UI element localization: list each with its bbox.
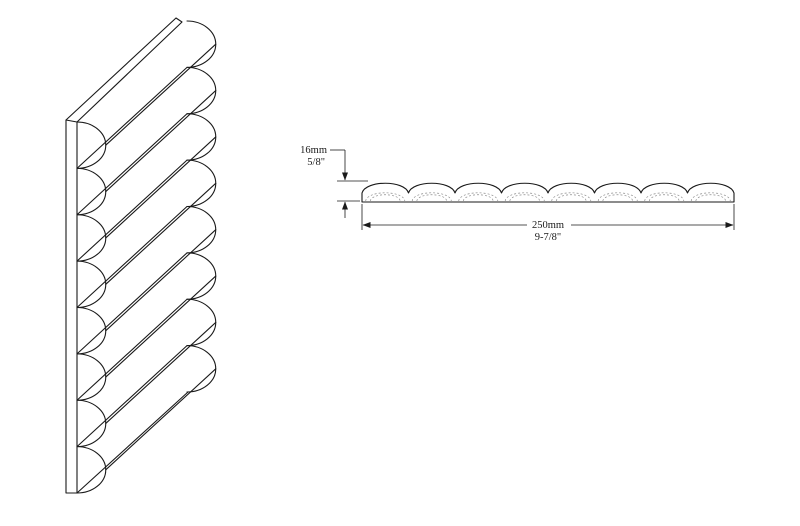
flute-back-arc (186, 113, 217, 161)
isometric-panel-view (65, 17, 217, 494)
hidden-groove-line (556, 194, 587, 202)
profile-hidden-lines (365, 192, 731, 202)
hidden-groove-line (649, 194, 680, 202)
flute-valley-line (76, 159, 188, 262)
profile-section-view: 16mm 5/8" 250mm 9-7/8" (300, 145, 735, 243)
flute-front-arc (76, 399, 107, 448)
flute-front-arc (76, 446, 107, 494)
flute-front-arc (76, 121, 107, 169)
panel-front-face (65, 119, 78, 494)
flute-crest-line (105, 136, 217, 239)
flute-valley-line (76, 66, 188, 169)
width-dimension: 250mm 9-7/8" (361, 204, 735, 243)
flute-valley-line (76, 113, 188, 216)
hidden-groove-line (416, 194, 447, 202)
hidden-groove-line (509, 194, 540, 202)
hidden-groove-line (370, 194, 401, 202)
flute-crest-line (105, 229, 217, 332)
flute-crest-line (105, 368, 217, 471)
flute-back-arc (186, 205, 217, 254)
flute-crest-line (105, 182, 217, 285)
flute-crest-line (105, 275, 217, 378)
hidden-groove-line (504, 192, 545, 202)
flute-back-arc (186, 159, 217, 208)
hidden-groove-line (602, 194, 633, 202)
flute-back-arc (186, 345, 217, 393)
hidden-groove-line (365, 192, 406, 202)
hidden-groove-line (597, 192, 638, 202)
hidden-groove-line (463, 194, 494, 202)
thickness-dimension: 16mm 5/8" (300, 145, 368, 218)
flute-front-arc (76, 306, 107, 355)
panel-bottom-edge (76, 391, 189, 494)
flute-back-arc (186, 66, 217, 115)
flute-valley-line (76, 205, 188, 309)
flute-front-arc (76, 167, 107, 216)
width-label-backing (527, 217, 571, 231)
flute-crest-line (105, 43, 217, 146)
flute-valley-line (76, 345, 188, 448)
width-imperial-label: 9-7/8" (535, 232, 561, 243)
flute-crest-line (105, 90, 217, 193)
flute-valley-line (76, 252, 188, 355)
width-metric-label: 250mm (532, 220, 564, 231)
flute-front-arc (76, 260, 107, 309)
hidden-groove-line (695, 194, 726, 202)
hidden-groove-line (458, 192, 499, 202)
hidden-groove-line (690, 192, 731, 202)
flute-valley-line (76, 298, 188, 401)
flute-front-arc (76, 353, 107, 401)
flute-group (76, 20, 217, 494)
profile-outline (361, 182, 735, 203)
flute-back-arc (186, 298, 217, 347)
thickness-imperial-label: 5/8" (307, 157, 325, 168)
hidden-groove-line (411, 192, 452, 202)
hidden-groove-line (551, 192, 592, 202)
hidden-groove-line (644, 192, 685, 202)
flute-back-arc (186, 252, 217, 300)
flute-front-arc (76, 214, 107, 262)
flute-crest-line (105, 321, 217, 424)
flute-back-arc (186, 20, 217, 68)
thickness-metric-label: 16mm (300, 145, 327, 156)
panel-top-edge (65, 17, 183, 123)
